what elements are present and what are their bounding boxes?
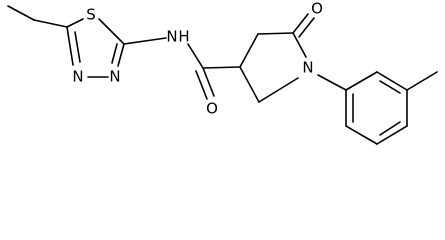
bond-c5-s1 [66, 18, 84, 28]
bond-c5-ketone-o-double [298, 17, 315, 38]
bond-n4-c5-double [74, 31, 81, 63]
bond-carbonyl-c-o [202, 67, 215, 97]
bond-c5-n1 [292, 32, 307, 58]
atom-label-amide-oxygen: O [206, 100, 218, 118]
bond-aryl-inner-a [379, 80, 401, 94]
bond-ethyl-ch3-ch2 [7, 5, 35, 21]
atom-label-ketone-oxygen: O [311, 0, 323, 18]
bond-carbonyl-c-o-double [195, 70, 208, 100]
atom-label-amide-hydrogen: H [178, 28, 189, 46]
bond-c2-n3-double [111, 43, 118, 64]
bond-s1-c2 [98, 18, 125, 45]
bond-aryl-5-6 [345, 125, 378, 145]
bond-aryl-inner-b [379, 121, 401, 136]
bond-nh-carbonyl-c [187, 43, 204, 69]
bond-ethyl-ch2-c5 [33, 19, 68, 28]
bond-c2-nh [123, 37, 167, 45]
bond-c5-ketone-o [292, 13, 309, 34]
atom-label-amide-nitrogen: N [166, 28, 177, 46]
bond-c2-c3 [239, 66, 260, 103]
bond-aryl-1-2 [345, 71, 378, 91]
bond-c2-n3 [117, 43, 125, 67]
atom-labels: S N H N N N O O [72, 0, 323, 118]
atom-label-ring-nitrogen: N [302, 59, 313, 77]
atom-label-sulfur: S [86, 6, 96, 24]
bond-aryl-2-3 [376, 71, 408, 91]
bond-c3-c4 [239, 33, 259, 68]
atom-label-thiadiazole-n3: N [109, 68, 120, 86]
bond-c4-c5 [257, 32, 294, 35]
molecule-diagram: S N H N N N O O [7, 0, 438, 145]
bond-n1-aryl [317, 74, 347, 91]
bond-carbonyl-c-c3 [202, 66, 241, 69]
bond-aryl-methyl [406, 71, 438, 91]
bond-aryl-4-5 [376, 125, 408, 145]
bond-n1-c2 [258, 77, 299, 103]
atom-label-thiadiazole-n4: N [72, 68, 83, 86]
bond-lines [7, 5, 438, 145]
bond-n4-c5 [66, 26, 74, 66]
